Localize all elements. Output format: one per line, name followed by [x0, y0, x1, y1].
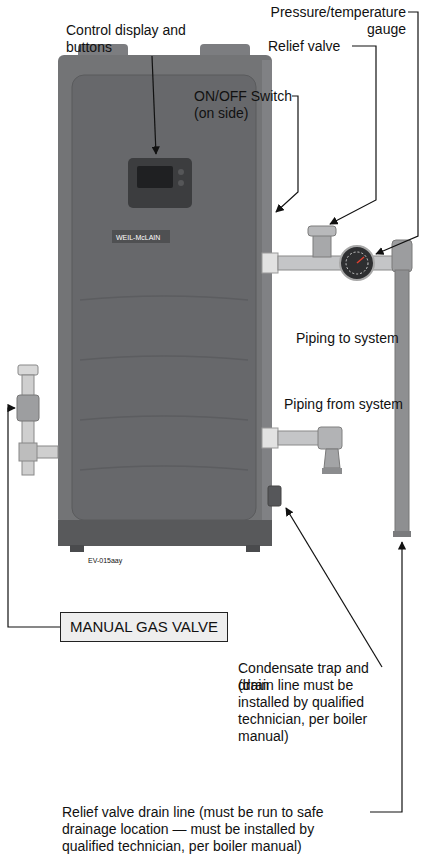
box-text: MANUAL GAS VALVE [70, 618, 218, 636]
boiler-side [262, 60, 272, 520]
pipe-fitting [262, 428, 278, 448]
return-fitting [318, 427, 342, 449]
button [178, 169, 184, 175]
relief-valve-cap [308, 226, 336, 236]
leader-line [376, 12, 418, 254]
boiler-base [58, 520, 272, 546]
note: (drain line must be installed by qualifi… [238, 677, 383, 745]
boiler-body [58, 55, 272, 525]
leader-line [8, 408, 60, 627]
gas-valve-body [17, 395, 39, 421]
condensate-trap [268, 486, 281, 506]
callout-box: MANUAL GAS VALVE [60, 612, 228, 642]
gauge [340, 246, 374, 280]
pipe-fitting [262, 253, 278, 273]
drain-valve [324, 449, 340, 468]
part-label: Relief valve [268, 38, 340, 55]
front-panel [72, 75, 256, 520]
part-label: Control display and buttons [66, 22, 196, 56]
leader-line [152, 56, 156, 154]
part-label: Piping from system [284, 396, 403, 413]
figure-id: EV-015aay [88, 556, 122, 566]
note: Relief valve drain line (must be run to … [62, 804, 364, 855]
part-label: Piping to system [296, 330, 399, 347]
display-screen [137, 166, 173, 188]
drain-valve-end [322, 468, 342, 474]
gauge-needle [357, 257, 364, 263]
foot [70, 545, 84, 552]
button [178, 180, 184, 186]
control-display [128, 158, 192, 208]
relief-valve [313, 234, 331, 257]
part-label: Pressure/temperature gauge [240, 4, 406, 38]
gas-tee [34, 446, 58, 458]
pipe-elbow [392, 240, 412, 272]
gas-tee-body [19, 443, 37, 461]
part-label: ON/OFF Switch (on side) [194, 88, 294, 122]
leader-line [276, 96, 298, 212]
brand-logo: WEIL-McLAIN [116, 231, 160, 245]
leader-line [370, 542, 402, 812]
pipe-end [393, 531, 411, 537]
gas-cap [18, 365, 38, 375]
leader-line [330, 46, 376, 224]
leader-line [286, 508, 382, 667]
gauge-scale [346, 252, 368, 274]
panel-seams [80, 296, 248, 470]
foot [246, 545, 260, 552]
